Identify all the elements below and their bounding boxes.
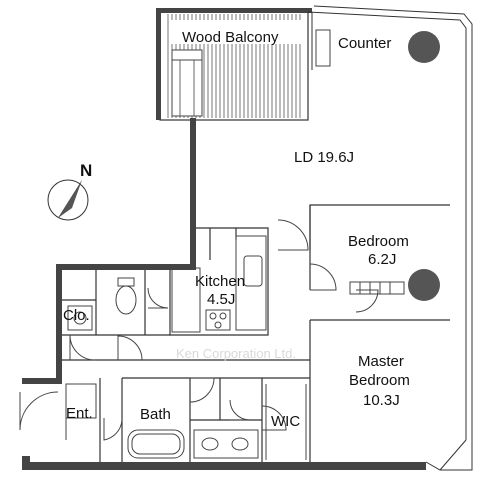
column-upper xyxy=(408,31,440,63)
room-label-kitchen-size: 4.5J xyxy=(207,291,235,308)
room-label-closet: Clo. xyxy=(63,307,90,324)
room-label-wic: WIC xyxy=(271,413,300,430)
room-label-bath: Bath xyxy=(140,406,171,423)
partitions xyxy=(62,204,450,462)
wood-balcony-area xyxy=(159,11,309,121)
room-label-wood-balcony: Wood Balcony xyxy=(182,29,279,46)
room-label-kitchen-name: Kitchen xyxy=(195,273,245,290)
doors xyxy=(19,219,379,441)
room-label-ld: LD 19.6J xyxy=(294,149,354,166)
compass-north-label: N xyxy=(80,161,92,180)
watermark: Ken Corporation Ltd. xyxy=(176,346,296,361)
room-label-master-line2: Bedroom xyxy=(349,372,410,389)
fixtures xyxy=(65,29,405,460)
column-lower xyxy=(408,269,440,301)
room-label-counter: Counter xyxy=(338,35,391,52)
room-label-entrance: Ent. xyxy=(66,405,93,422)
window-wall xyxy=(307,5,473,471)
compass-icon: N xyxy=(47,161,92,221)
walls xyxy=(22,8,426,470)
room-label-master-size: 10.3J xyxy=(363,392,400,409)
room-label-master-line1: Master xyxy=(358,353,404,370)
room-label-bedroom-name: Bedroom xyxy=(348,233,409,250)
room-label-bedroom-size: 6.2J xyxy=(368,251,396,268)
